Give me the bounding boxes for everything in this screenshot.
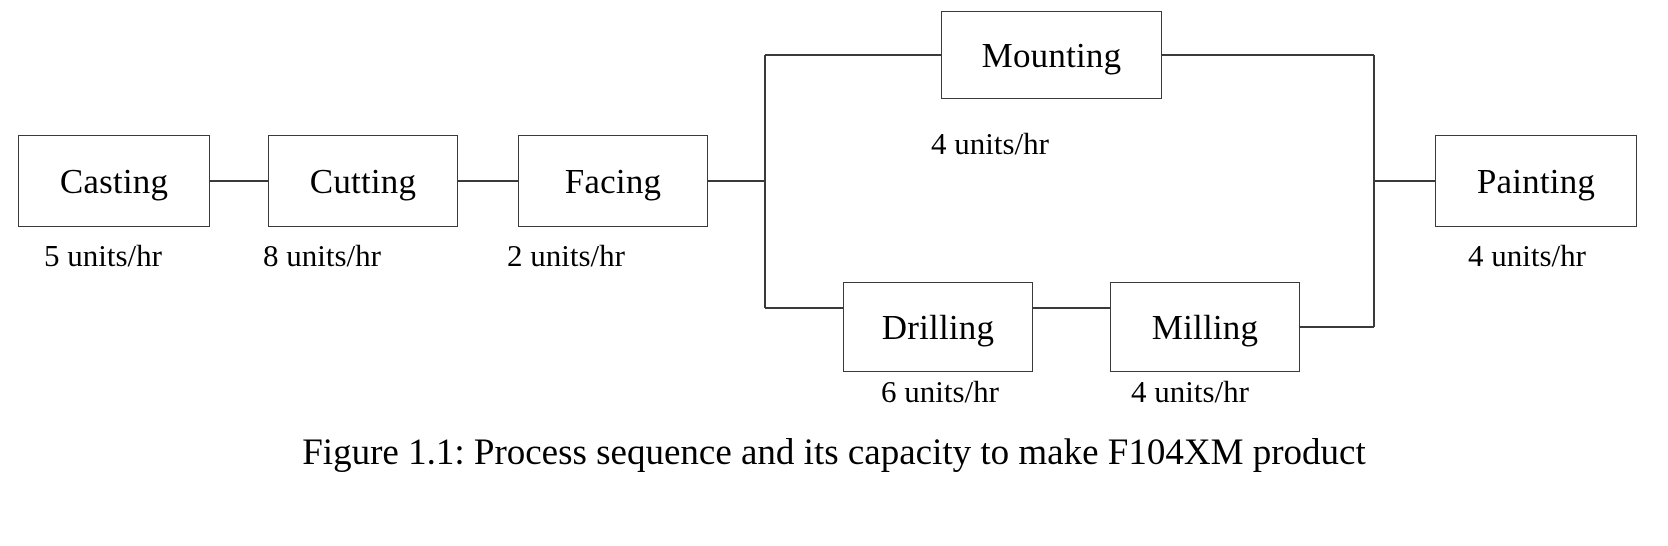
process-box-casting[interactable]: Casting <box>18 135 210 227</box>
process-label-facing: Facing <box>564 161 662 201</box>
capacity-label-milling: 4 units/hr <box>1131 374 1249 409</box>
process-box-drilling[interactable]: Drilling <box>843 282 1033 372</box>
process-label-painting: Painting <box>1476 161 1596 201</box>
capacity-label-mounting: 4 units/hr <box>931 126 1049 161</box>
figure-caption: Figure 1.1: Process sequence and its cap… <box>302 432 1366 473</box>
process-box-facing[interactable]: Facing <box>518 135 708 227</box>
capacity-label-painting: 4 units/hr <box>1468 238 1586 273</box>
process-label-mounting: Mounting <box>981 35 1122 75</box>
process-box-milling[interactable]: Milling <box>1110 282 1300 372</box>
process-label-milling: Milling <box>1151 307 1259 347</box>
process-box-cutting[interactable]: Cutting <box>268 135 458 227</box>
capacity-label-casting: 5 units/hr <box>44 238 162 273</box>
process-box-mounting[interactable]: Mounting <box>941 11 1162 99</box>
capacity-label-drilling: 6 units/hr <box>881 374 999 409</box>
process-label-cutting: Cutting <box>309 161 417 201</box>
capacity-label-facing: 2 units/hr <box>507 238 625 273</box>
process-label-drilling: Drilling <box>881 307 995 347</box>
process-label-casting: Casting <box>59 161 169 201</box>
process-box-painting[interactable]: Painting <box>1435 135 1637 227</box>
capacity-label-cutting: 8 units/hr <box>263 238 381 273</box>
